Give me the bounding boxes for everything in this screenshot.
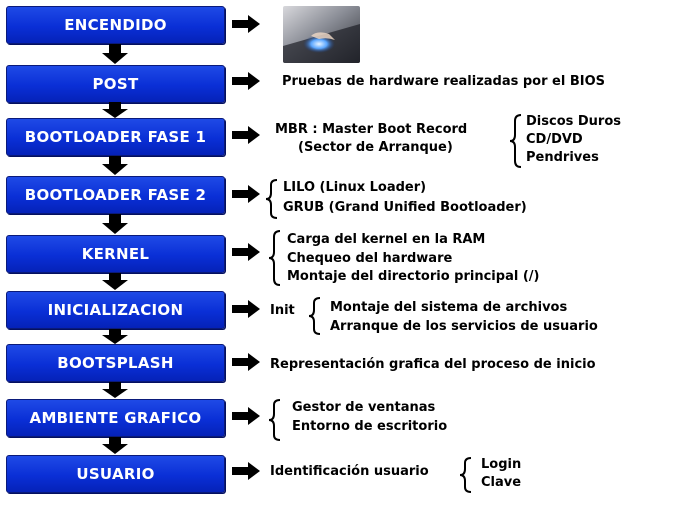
stage-ambiente-grafico: AMBIENTE GRAFICO	[6, 399, 225, 437]
graphic-item-entorno: Entorno de escritorio	[292, 419, 448, 434]
curly-brace-icon	[509, 114, 522, 168]
mbr-sector-label: (Sector de Arranque)	[298, 140, 453, 155]
init-item-montaje: Montaje del sistema de archivos	[330, 300, 568, 315]
curly-brace-icon	[459, 457, 472, 493]
down-arrow-icon	[102, 273, 128, 290]
curly-brace-icon	[308, 297, 321, 335]
down-arrow-icon	[102, 102, 128, 118]
stage-usuario: USUARIO	[6, 455, 225, 493]
stage-post: POST	[6, 65, 225, 103]
kernel-item-montaje: Montaje del directorio principal (/)	[287, 269, 540, 284]
kernel-item-chequeo: Chequeo del hardware	[287, 251, 453, 266]
mbr-label: MBR : Master Boot Record	[275, 122, 468, 137]
right-arrow-icon	[232, 72, 260, 90]
device-discos-duros: Discos Duros	[526, 114, 622, 129]
down-arrow-icon	[102, 44, 128, 64]
right-arrow-icon	[232, 185, 260, 203]
user-clave: Clave	[481, 475, 522, 490]
post-description: Pruebas de hardware realizadas por el BI…	[282, 74, 606, 89]
stage-bootloader-fase-1: BOOTLOADER FASE 1	[6, 118, 225, 156]
curly-brace-icon	[268, 399, 281, 441]
graphic-item-gestor: Gestor de ventanas	[292, 400, 436, 415]
device-cd-dvd: CD/DVD	[526, 132, 583, 147]
init-label: Init	[270, 303, 295, 318]
kernel-item-carga: Carga del kernel en la RAM	[287, 232, 486, 247]
right-arrow-icon	[232, 462, 260, 480]
user-login: Login	[481, 457, 522, 472]
right-arrow-icon	[232, 407, 260, 425]
down-arrow-icon	[102, 214, 128, 234]
stage-inicializacion: INICIALIZACION	[6, 291, 225, 329]
power-button-photo	[283, 6, 360, 63]
stage-bootloader-fase-2: BOOTLOADER FASE 2	[6, 176, 225, 214]
down-arrow-icon	[102, 156, 128, 175]
right-arrow-icon	[232, 300, 260, 318]
bootloader-lilo: LILO (Linux Loader)	[283, 180, 427, 195]
bootloader-grub: GRUB (Grand Unified Bootloader)	[283, 200, 527, 215]
device-pendrives: Pendrives	[526, 150, 599, 165]
right-arrow-icon	[232, 243, 260, 261]
curly-brace-icon	[265, 179, 278, 219]
init-item-arranque: Arranque de los servicios de usuario	[330, 319, 598, 334]
right-arrow-icon	[232, 353, 260, 371]
down-arrow-icon	[102, 382, 128, 398]
right-arrow-icon	[232, 126, 260, 144]
right-arrow-icon	[232, 15, 260, 33]
bootsplash-description: Representación grafica del proceso de in…	[270, 357, 596, 372]
stage-bootsplash: BOOTSPLASH	[6, 344, 225, 382]
stage-encendido: ENCENDIDO	[6, 6, 225, 44]
down-arrow-icon	[102, 437, 128, 454]
curly-brace-icon	[268, 230, 281, 286]
down-arrow-icon	[102, 329, 128, 344]
stage-kernel: KERNEL	[6, 235, 225, 273]
user-identification: Identificación usuario	[270, 464, 429, 479]
